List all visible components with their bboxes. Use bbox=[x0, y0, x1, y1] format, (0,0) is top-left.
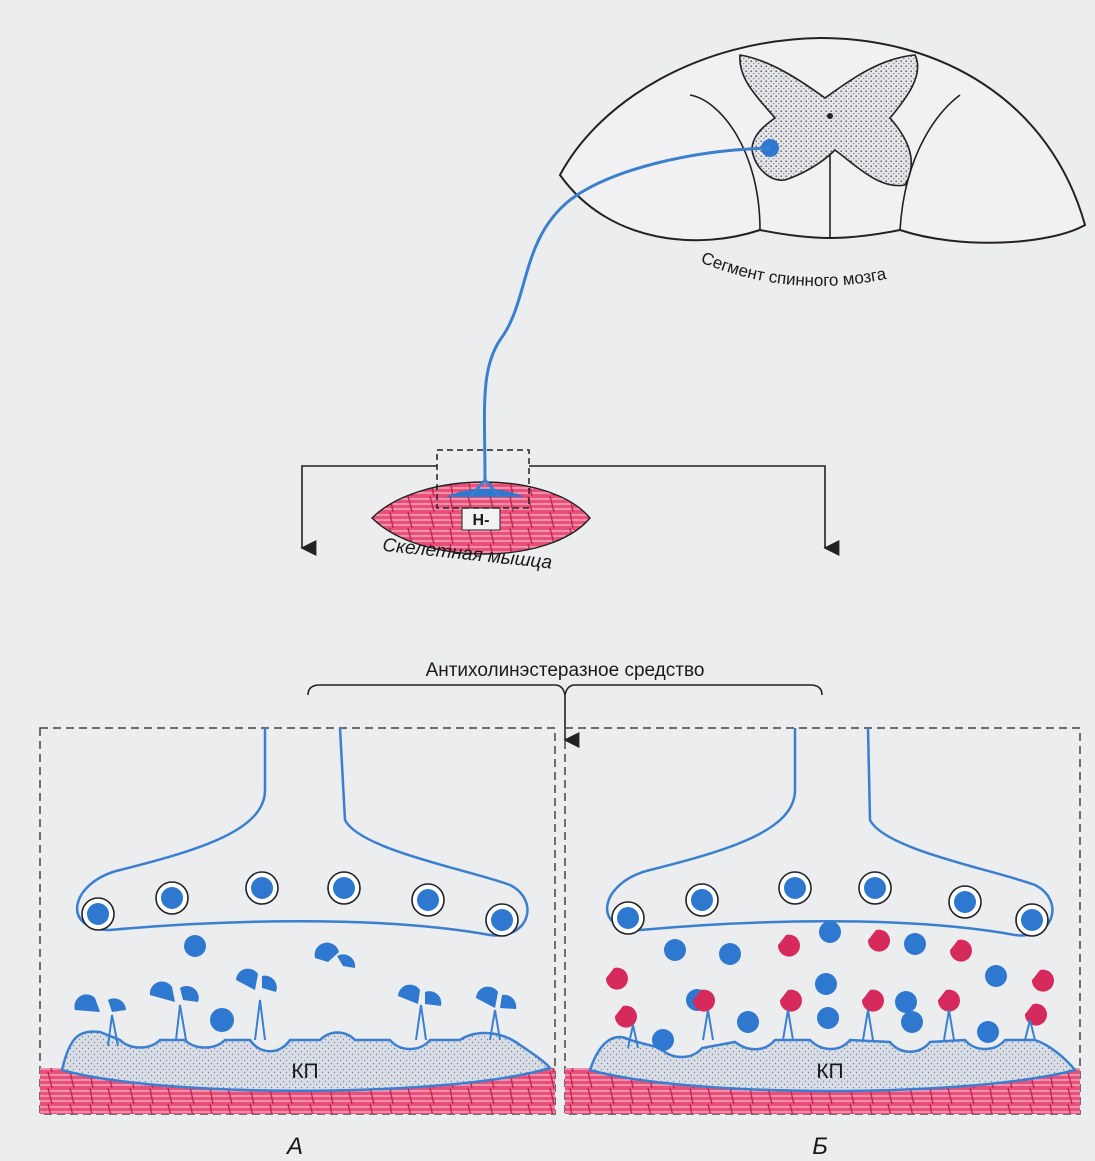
vesicle bbox=[1016, 904, 1048, 936]
vesicle bbox=[412, 884, 444, 916]
cholinesterase-inhibitor-complex bbox=[1032, 970, 1054, 992]
acetylcholine-molecule bbox=[895, 991, 917, 1013]
panel-a: КП bbox=[40, 728, 555, 1160]
cholinesterase-inhibitor-complex bbox=[950, 940, 972, 962]
cholinesterase-inhibitor-complex bbox=[868, 930, 890, 952]
panel-a-caption: А bbox=[285, 1133, 303, 1160]
panel-a-cholinesterase-fragments bbox=[74, 969, 516, 1012]
receptor-stalk bbox=[944, 1010, 954, 1040]
cholinesterase-inhibitor-complex bbox=[1025, 1004, 1047, 1026]
panel-a-nerve-terminal bbox=[77, 728, 527, 935]
acetylcholine-molecule bbox=[210, 1008, 234, 1032]
spinal-segment-label: Сегмент спинного мозга bbox=[699, 248, 889, 290]
split-acetylcholine bbox=[180, 986, 199, 1002]
acetylcholine-molecule bbox=[652, 1029, 674, 1051]
acetylcholine-molecule bbox=[977, 1021, 999, 1043]
acetylcholine-molecule bbox=[664, 939, 686, 961]
receptor-stalk bbox=[783, 1010, 793, 1040]
cholinesterase-inhibitor-complex bbox=[606, 968, 628, 990]
acetylcholine-molecule bbox=[901, 1011, 923, 1033]
cholinesterase-inhibitor-complex bbox=[615, 1006, 637, 1028]
split-acetylcholine bbox=[150, 981, 175, 1002]
skeletal-muscle-small: Н- Скелетная мышца bbox=[372, 450, 590, 574]
panel-b-nerve-terminal bbox=[607, 728, 1052, 935]
acetylcholine-molecule bbox=[815, 973, 837, 995]
cholinesterase-inhibitor-complex bbox=[938, 990, 960, 1012]
split-acetylcholine bbox=[476, 987, 498, 1008]
end-plate-label-b: КП bbox=[816, 1060, 843, 1083]
receptor-stalk bbox=[863, 1010, 873, 1040]
cholinesterase-inhibitor-complex bbox=[780, 990, 802, 1012]
split-acetylcholine bbox=[262, 976, 277, 992]
split-acetylcholine bbox=[74, 994, 100, 1012]
spinal-cord-segment: Сегмент спинного мозга bbox=[560, 38, 1085, 290]
acetylcholine-fragment bbox=[337, 954, 355, 968]
end-plate-label-a: КП bbox=[291, 1060, 318, 1083]
split-acetylcholine bbox=[108, 998, 126, 1012]
acetylcholine-fragment bbox=[315, 943, 339, 962]
split-acetylcholine bbox=[398, 985, 420, 1004]
vesicle bbox=[246, 872, 278, 904]
vesicle bbox=[156, 882, 188, 914]
cholinesterase-inhibitor-complex bbox=[778, 935, 800, 957]
acetylcholine-molecule bbox=[904, 933, 926, 955]
acetylcholine-molecule bbox=[819, 921, 841, 943]
receptor-tag: Н- bbox=[473, 512, 490, 529]
cholinesterase-inhibitor-complex bbox=[862, 990, 884, 1012]
vesicle bbox=[486, 904, 518, 936]
vesicle bbox=[686, 884, 718, 916]
receptor-stalk bbox=[176, 1005, 186, 1040]
vesicle bbox=[328, 872, 360, 904]
split-acetylcholine bbox=[236, 969, 258, 990]
vesicle bbox=[779, 872, 811, 904]
vesicle bbox=[82, 898, 114, 930]
acetylcholine-molecule bbox=[719, 943, 741, 965]
central-canal bbox=[827, 113, 833, 119]
receptor-stalk bbox=[703, 1010, 713, 1040]
split-acetylcholine bbox=[500, 995, 516, 1009]
vesicle bbox=[859, 872, 891, 904]
acetylcholine-molecule bbox=[737, 1011, 759, 1033]
drug-label: Антихолинэстеразное средство bbox=[426, 660, 705, 681]
acetylcholine-molecule bbox=[817, 1007, 839, 1029]
receptor-stalk bbox=[416, 1005, 426, 1040]
split-acetylcholine bbox=[425, 991, 441, 1006]
panel-b: КП bbox=[565, 728, 1080, 1160]
vesicle bbox=[949, 886, 981, 918]
panel-b-caption: Б bbox=[812, 1133, 828, 1160]
acetylcholine-molecule bbox=[184, 935, 206, 957]
vesicle bbox=[612, 902, 644, 934]
drug-brace bbox=[308, 685, 822, 695]
acetylcholine-molecule bbox=[985, 965, 1007, 987]
receptor-stalk bbox=[255, 1000, 265, 1040]
